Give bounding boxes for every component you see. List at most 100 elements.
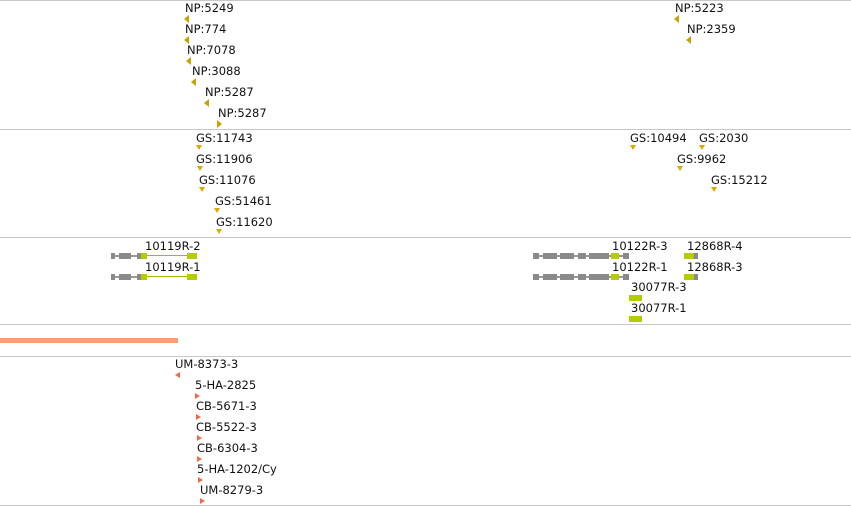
- np-feature-label[interactable]: NP:5249: [185, 1, 234, 15]
- gene-model[interactable]: [629, 294, 642, 302]
- um-feature-label[interactable]: CB-6304-3: [197, 441, 258, 455]
- np-feature-marker[interactable]: [186, 57, 191, 65]
- gs-feature-label[interactable]: GS:51461: [215, 194, 272, 208]
- track-separator-gs-gene: [0, 237, 851, 238]
- gene-model[interactable]: [684, 273, 698, 281]
- gs-feature-marker[interactable]: [199, 187, 205, 192]
- gs-feature-marker[interactable]: [711, 187, 717, 192]
- gs-feature-label[interactable]: GS:10494: [630, 131, 687, 145]
- gs-feature-marker[interactable]: [699, 145, 705, 150]
- gene-model[interactable]: [111, 273, 197, 281]
- gene-exon: [119, 274, 131, 280]
- gene-intron: [147, 276, 197, 277]
- gene-exon: [533, 274, 539, 280]
- gene-exon: [578, 253, 586, 259]
- um-feature-label[interactable]: 5-HA-2825: [195, 378, 257, 392]
- um-feature-marker[interactable]: [197, 456, 202, 462]
- gene-model[interactable]: [684, 252, 698, 260]
- gene-label[interactable]: 10119R-2: [145, 239, 201, 253]
- gene-exon: [589, 274, 609, 280]
- gene-exon: [629, 295, 642, 301]
- gene-exon: [141, 253, 147, 259]
- gs-feature-label[interactable]: GS:11906: [196, 152, 253, 166]
- np-feature-marker[interactable]: [674, 15, 679, 23]
- np-feature-marker[interactable]: [191, 78, 196, 86]
- gene-exon: [694, 253, 698, 259]
- um-feature-marker[interactable]: [200, 498, 205, 504]
- np-feature-label[interactable]: NP:5223: [675, 1, 724, 15]
- gs-feature-label[interactable]: GS:11076: [199, 173, 256, 187]
- gs-feature-label[interactable]: GS:11620: [216, 215, 273, 229]
- um-feature-marker[interactable]: [197, 435, 202, 441]
- gene-exon: [543, 253, 557, 259]
- gene-label[interactable]: 10122R-1: [612, 260, 668, 274]
- gene-label[interactable]: 12868R-3: [687, 260, 743, 274]
- gene-intron: [147, 255, 197, 256]
- np-feature-label[interactable]: NP:7078: [187, 43, 236, 57]
- gene-exon: [623, 253, 629, 259]
- np-feature-marker[interactable]: [217, 120, 222, 128]
- np-feature-label[interactable]: NP:5287: [205, 85, 254, 99]
- track-separator-top: [0, 0, 851, 1]
- track-separator-gene-coverage: [0, 324, 851, 325]
- gs-feature-label[interactable]: GS:9962: [677, 152, 727, 166]
- um-feature-label[interactable]: CB-5671-3: [196, 399, 257, 413]
- gs-feature-marker[interactable]: [197, 166, 203, 171]
- gene-exon: [119, 253, 131, 259]
- np-feature-label[interactable]: NP:2359: [687, 22, 736, 36]
- gene-exon: [533, 253, 539, 259]
- gene-exon: [560, 274, 574, 280]
- np-feature-label[interactable]: NP:774: [185, 22, 227, 36]
- gs-feature-marker[interactable]: [214, 208, 220, 213]
- um-feature-marker[interactable]: [196, 414, 201, 420]
- track-separator-np-gs: [0, 129, 851, 130]
- gs-feature-marker[interactable]: [216, 229, 222, 234]
- gs-feature-label[interactable]: GS:11743: [196, 131, 253, 145]
- coverage-bar[interactable]: [0, 338, 178, 343]
- np-feature-marker[interactable]: [184, 15, 189, 23]
- um-feature-marker[interactable]: [175, 372, 180, 378]
- gene-model[interactable]: [629, 315, 642, 323]
- gene-exon: [560, 253, 574, 259]
- um-feature-label[interactable]: 5-HA-1202/Cy: [197, 462, 277, 476]
- gene-exon: [141, 274, 147, 280]
- gene-exon: [578, 274, 586, 280]
- gene-exon: [629, 316, 642, 322]
- track-separator-coverage-um: [0, 356, 851, 357]
- gene-exon: [684, 274, 694, 280]
- gene-exon: [111, 274, 115, 280]
- gs-feature-marker[interactable]: [677, 166, 683, 171]
- track-separator-bottom: [0, 505, 851, 506]
- gene-label[interactable]: 30077R-3: [631, 280, 687, 294]
- gene-exon: [589, 253, 609, 259]
- np-feature-label[interactable]: NP:5287: [218, 106, 267, 120]
- np-feature-marker[interactable]: [184, 36, 189, 44]
- gene-model[interactable]: [111, 252, 197, 260]
- gene-exon: [611, 253, 619, 259]
- np-feature-marker[interactable]: [686, 36, 691, 44]
- gs-feature-marker[interactable]: [630, 145, 636, 150]
- gs-feature-label[interactable]: GS:2030: [699, 131, 749, 145]
- gene-exon: [187, 253, 197, 259]
- um-feature-label[interactable]: UM-8279-3: [200, 483, 264, 497]
- gene-exon: [611, 274, 619, 280]
- gene-exon: [684, 253, 694, 259]
- gene-label[interactable]: 10119R-1: [145, 260, 201, 274]
- gene-label[interactable]: 12868R-4: [687, 239, 743, 253]
- um-feature-marker[interactable]: [195, 393, 200, 399]
- gene-exon: [543, 274, 557, 280]
- gene-label[interactable]: 30077R-1: [631, 301, 687, 315]
- gene-exon: [694, 274, 698, 280]
- um-feature-label[interactable]: CB-5522-3: [196, 420, 257, 434]
- gene-model[interactable]: [533, 273, 629, 281]
- gs-feature-marker[interactable]: [196, 145, 202, 150]
- gene-exon: [187, 274, 197, 280]
- gene-model[interactable]: [533, 252, 629, 260]
- um-feature-marker[interactable]: [198, 477, 203, 483]
- gene-label[interactable]: 10122R-3: [612, 239, 668, 253]
- um-feature-label[interactable]: UM-8373-3: [175, 357, 239, 371]
- np-feature-label[interactable]: NP:3088: [192, 64, 241, 78]
- gene-exon: [111, 253, 115, 259]
- gs-feature-label[interactable]: GS:15212: [711, 173, 768, 187]
- np-feature-marker[interactable]: [204, 99, 209, 107]
